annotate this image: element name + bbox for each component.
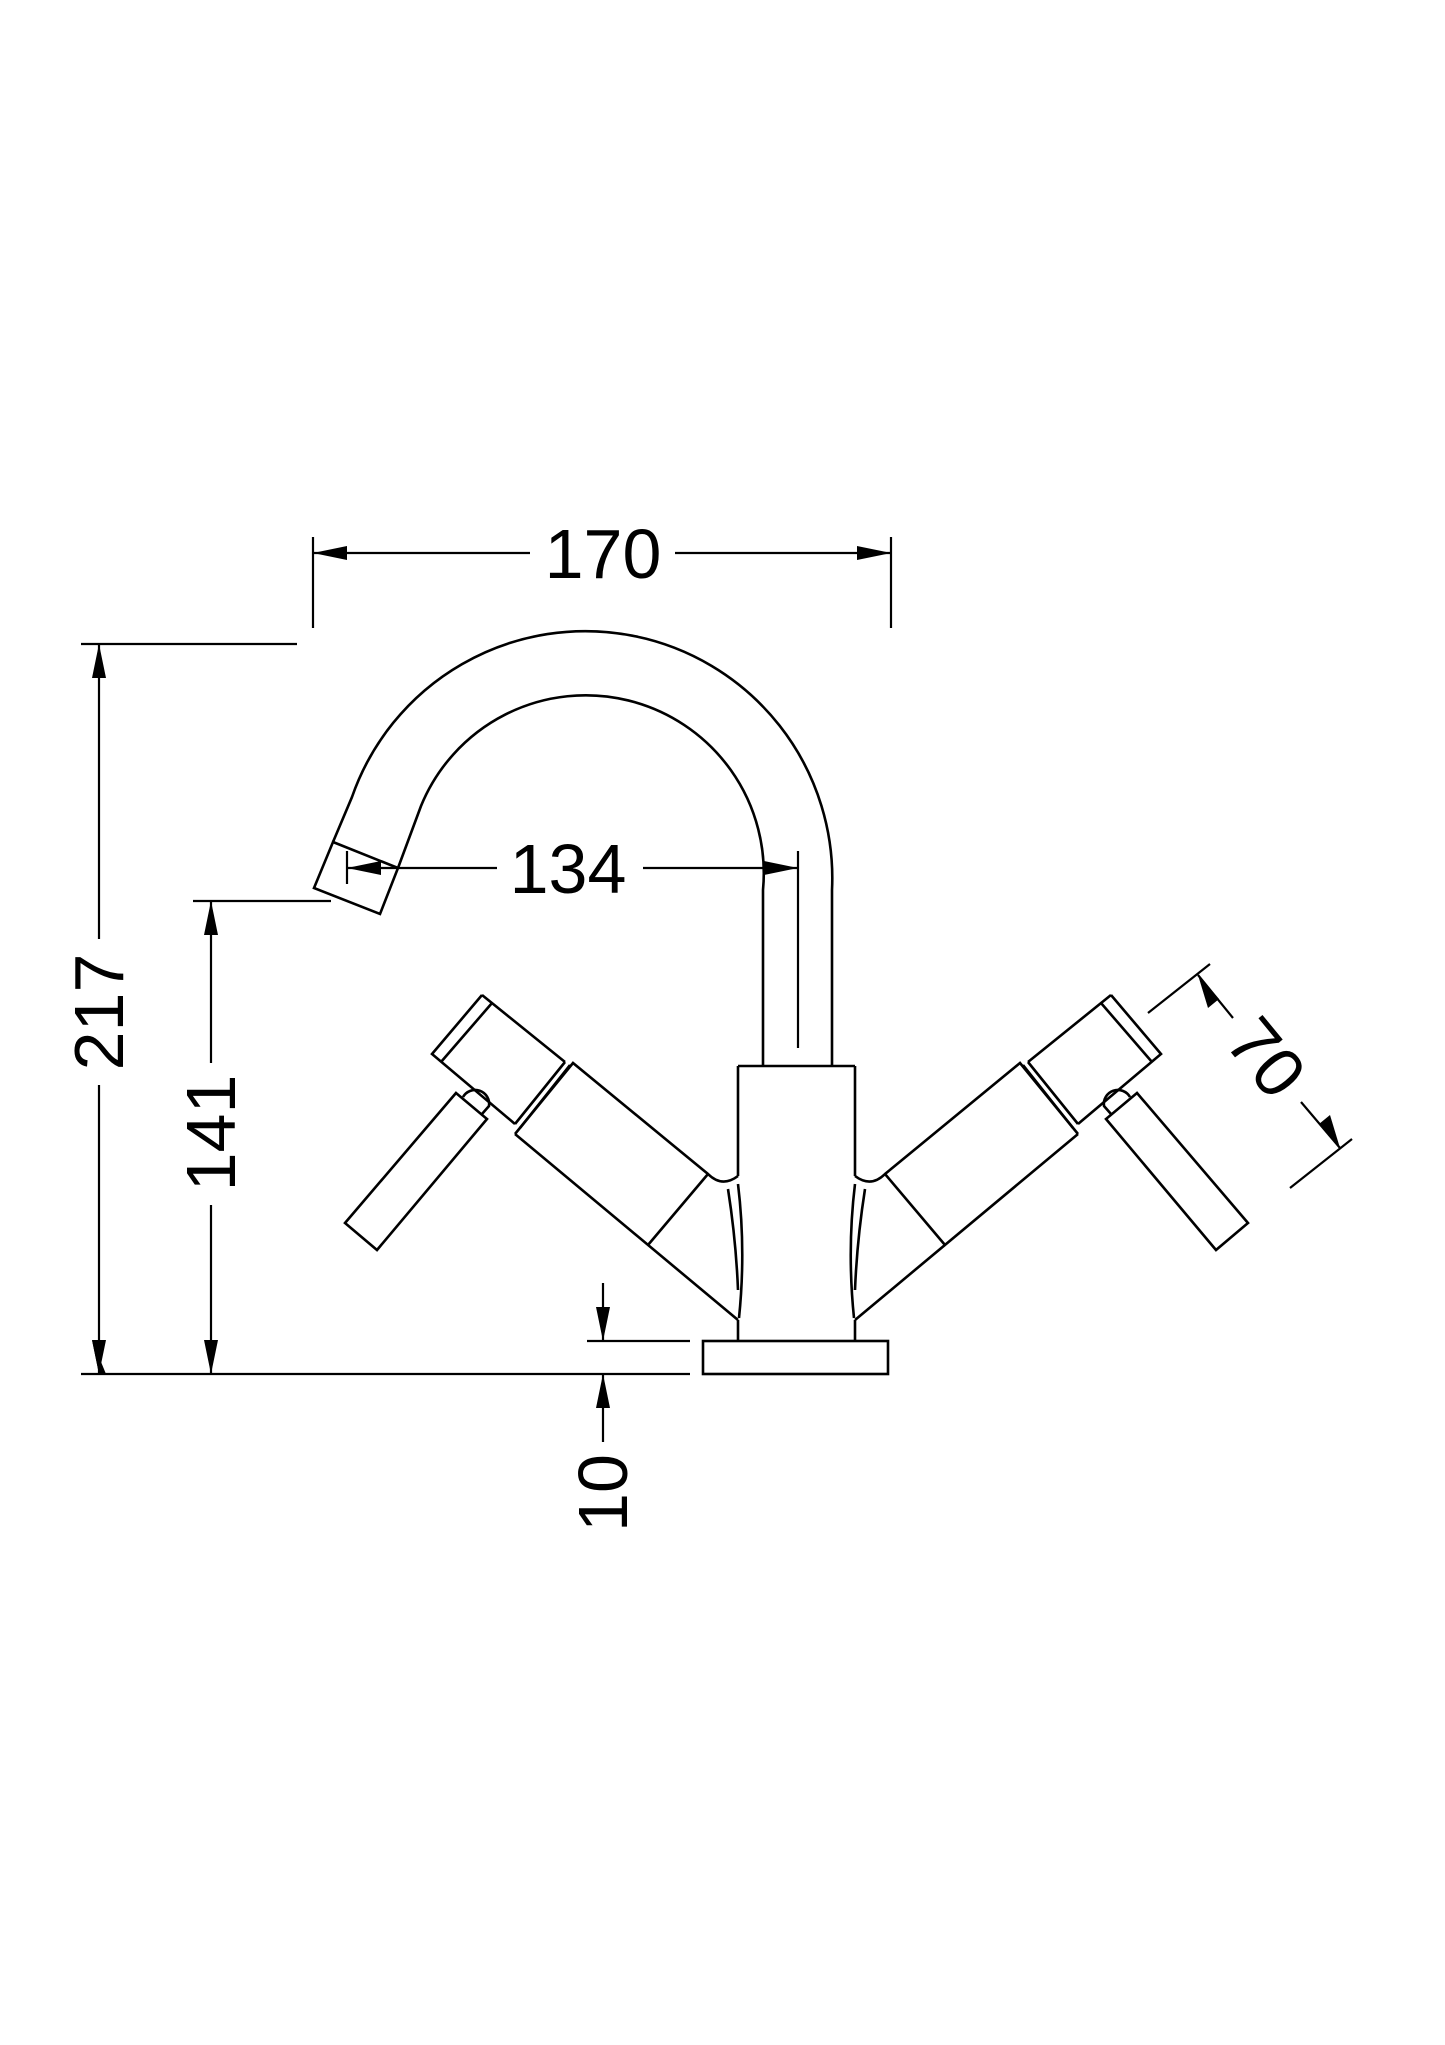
handle-ring bbox=[513, 1061, 572, 1129]
left-handle bbox=[343, 993, 744, 1321]
dimension-label-134: 134 bbox=[510, 830, 627, 908]
dimension-label-170: 170 bbox=[545, 515, 662, 593]
dimension-label-10: 10 bbox=[564, 1454, 642, 1532]
tap-body bbox=[701, 1064, 890, 1376]
handle-tube bbox=[513, 1061, 739, 1321]
spout-outer-edge bbox=[331, 629, 834, 1065]
lever-knob bbox=[461, 1088, 491, 1115]
dimension-overall-width: 170 bbox=[311, 515, 893, 628]
dimension-overall-height: 217 bbox=[60, 642, 690, 1376]
dimension-spout-projection: 134 bbox=[345, 830, 800, 1048]
spout bbox=[312, 629, 834, 1065]
spout-outlet bbox=[312, 840, 400, 916]
dimension-label-70: 70 bbox=[1211, 1003, 1321, 1113]
handle-cap bbox=[430, 993, 566, 1125]
base-plate bbox=[701, 1339, 890, 1376]
body-flank-curve bbox=[726, 1183, 744, 1319]
handle-cap-line bbox=[440, 1002, 493, 1063]
dimension-base-thickness: 10 bbox=[564, 1283, 690, 1532]
handle-tube-divider bbox=[647, 1173, 709, 1246]
dimension-label-141: 141 bbox=[172, 1075, 250, 1192]
dimension-spout-height: 141 bbox=[172, 899, 331, 1374]
lever bbox=[343, 1091, 489, 1252]
dimension-handle-length: 70 bbox=[1147, 963, 1353, 1189]
dimension-label-217: 217 bbox=[60, 954, 138, 1071]
tap-outline bbox=[312, 629, 1250, 1376]
spout-inner-edge bbox=[396, 694, 766, 1065]
right-handle bbox=[849, 993, 1250, 1321]
